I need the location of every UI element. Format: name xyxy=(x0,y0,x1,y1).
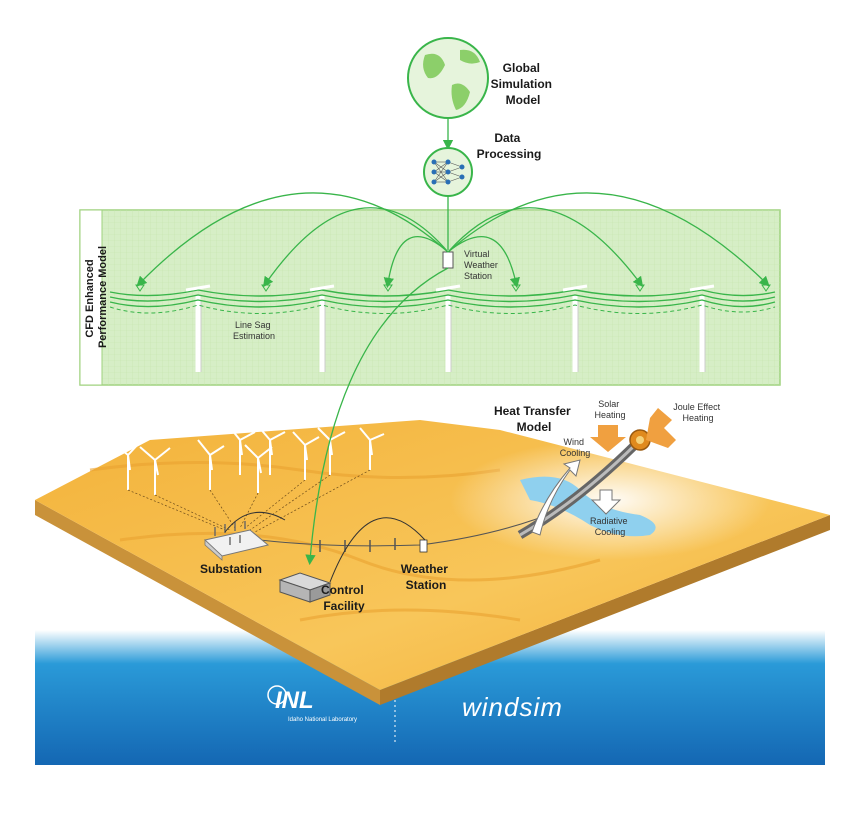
virtual-station-label: Virtual Weather Station xyxy=(464,249,500,281)
windsim-logo: windsim xyxy=(462,692,563,722)
wind-farm xyxy=(111,424,385,495)
data-processing-network-icon xyxy=(423,147,473,197)
weather-station-icon xyxy=(419,539,428,553)
inl-logo-text: INL xyxy=(275,687,314,714)
weather-station-label: Weather Station xyxy=(401,562,451,592)
inl-logo-subtitle: Idaho National Laboratory xyxy=(288,717,357,723)
panel-wires xyxy=(109,289,776,308)
global-simulation-globe xyxy=(407,37,489,119)
panel-poles xyxy=(195,295,705,372)
data-processing-label: Data Processing xyxy=(477,131,542,161)
radiative-cooling-label: Radiative Cooling xyxy=(590,516,630,537)
wind-turbine xyxy=(359,427,385,470)
wind-cooling-arrow xyxy=(531,459,581,536)
joule-heating-arrow xyxy=(646,408,676,448)
substation-label: Substation xyxy=(200,562,262,576)
solar-heating-arrow xyxy=(590,425,626,452)
panel-crossarms xyxy=(185,284,715,292)
comm-arc xyxy=(224,511,286,533)
line-sag-label: Line Sag Estimation xyxy=(233,320,275,341)
terrain xyxy=(35,420,830,705)
panel-wires-dashed xyxy=(109,304,776,314)
turbine-links xyxy=(127,469,371,533)
control-facility-icon xyxy=(278,572,332,603)
cfd-side-label: CFD Enhanced Performance Model xyxy=(84,246,109,348)
radiative-cooling-arrow xyxy=(590,489,622,515)
joule-heating-label: Joule Effect Heating xyxy=(673,402,722,423)
wind-turbine xyxy=(317,427,346,475)
ground-poles xyxy=(319,538,396,552)
heat-transfer-title: Heat Transfer Model xyxy=(494,404,574,434)
comm-arc xyxy=(329,517,426,583)
virtual-weather-station-icon xyxy=(442,251,454,269)
substation-icon xyxy=(203,521,270,561)
wind-turbine xyxy=(197,439,225,490)
solar-heating-label: Solar Heating xyxy=(594,399,625,420)
wind-turbine xyxy=(227,424,256,475)
wind-turbine xyxy=(257,425,286,475)
wind-turbine xyxy=(292,431,320,480)
wind-turbine xyxy=(111,439,143,490)
wind-turbine xyxy=(139,446,171,495)
panel-pole-shadows xyxy=(200,300,706,372)
inl-logo: INL Idaho National Laboratory xyxy=(267,685,357,723)
global-model-label: Global Simulation Model xyxy=(491,61,556,107)
control-facility-label: Control Facility xyxy=(321,583,367,613)
wind-cooling-label: Wind Cooling xyxy=(560,437,591,458)
virtual-station-arcs xyxy=(136,192,770,566)
